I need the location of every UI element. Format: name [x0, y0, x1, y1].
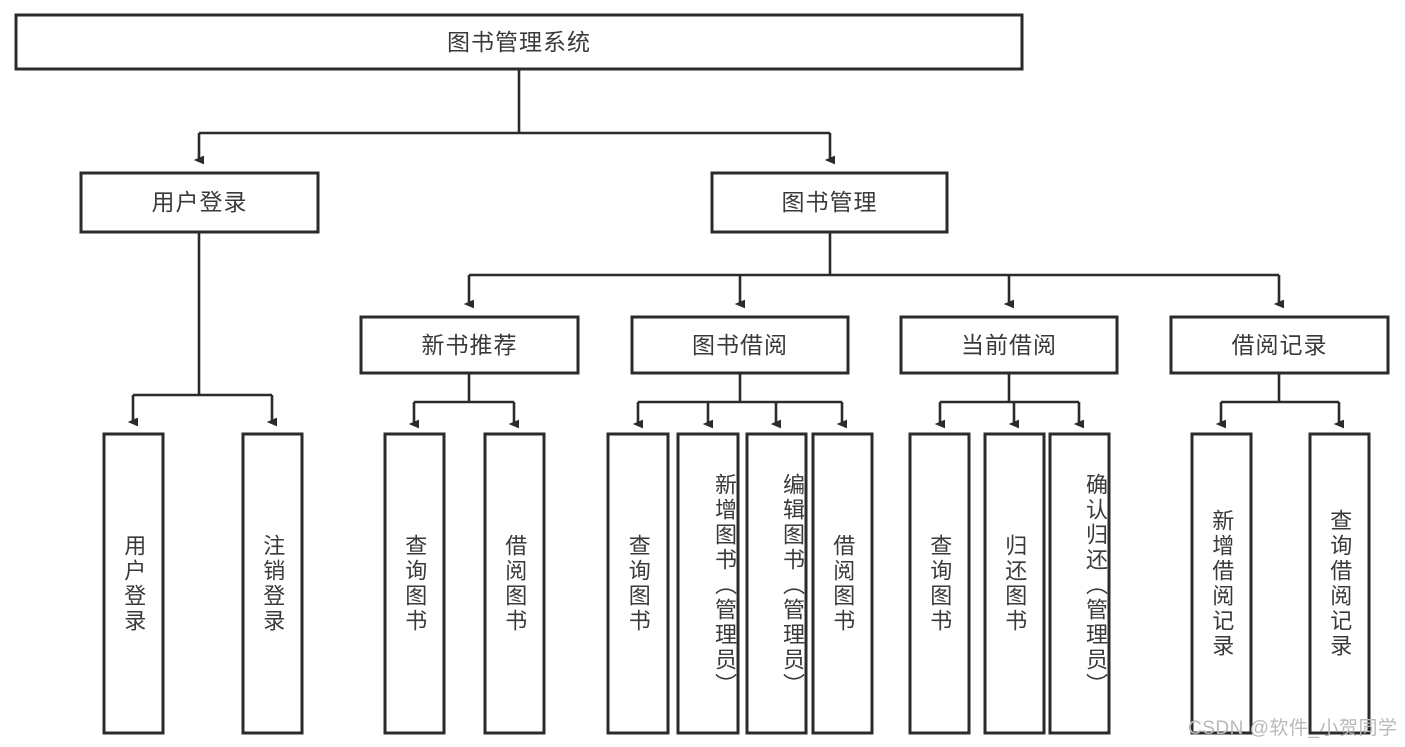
connector-currentborrow-to-leaves: [934, 373, 1085, 429]
node-box-leaf-query-book-c[interactable]: [908, 432, 971, 735]
node-box-leaf-add-borrow-record[interactable]: [1190, 432, 1253, 735]
node-box-root[interactable]: [14, 13, 1024, 71]
node-box-leaf-borrow-book-a[interactable]: [483, 432, 546, 735]
connector-root-to-level2: [193, 69, 836, 165]
node-box-leaf-return-book[interactable]: [983, 432, 1046, 735]
node-box-leaf-user-login[interactable]: [102, 432, 165, 735]
node-box-borrow-record[interactable]: [1169, 315, 1390, 375]
connector-bookborrow-to-leaves: [632, 373, 848, 429]
node-box-leaf-query-book-b[interactable]: [606, 432, 670, 735]
node-box-leaf-logout[interactable]: [241, 432, 304, 735]
node-box-user-login[interactable]: [79, 171, 320, 234]
node-box-leaf-query-borrow-record[interactable]: [1308, 432, 1371, 735]
node-box-book-manage[interactable]: [710, 171, 949, 234]
node-box-leaf-edit-book-admin[interactable]: [745, 432, 808, 735]
node-box-leaf-add-book-admin[interactable]: [676, 432, 740, 735]
node-box-new-book-recommend[interactable]: [359, 315, 580, 375]
node-box-leaf-query-book-a[interactable]: [383, 432, 446, 735]
connector-bookmanage-to-level3: [463, 232, 1285, 309]
node-box-leaf-confirm-return-admin[interactable]: [1048, 432, 1111, 735]
node-box-current-borrow[interactable]: [899, 315, 1119, 375]
connector-userlogin-to-leaves: [127, 232, 278, 427]
watermark-text: CSDN @软件_小贺同学: [1188, 718, 1398, 739]
node-box-book-borrow[interactable]: [630, 315, 850, 375]
connector-borrowrecord-to-leaves: [1215, 373, 1345, 429]
connector-newbook-to-leaves: [408, 373, 520, 429]
node-box-leaf-borrow-book-b[interactable]: [811, 432, 874, 735]
